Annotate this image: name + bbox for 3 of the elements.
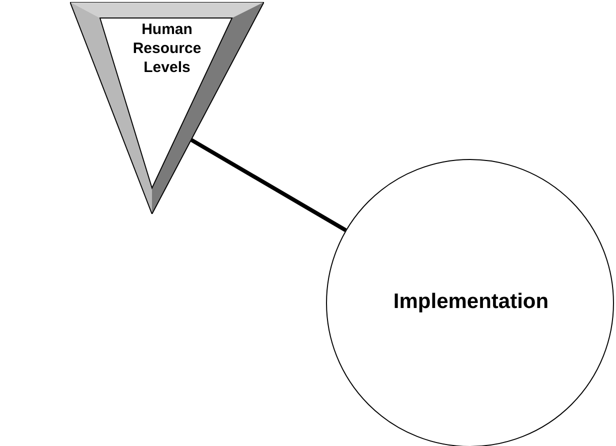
node-label: Human Resource Levels <box>132 20 202 77</box>
connector-line <box>190 138 347 232</box>
node-label: Implementation <box>392 290 550 314</box>
